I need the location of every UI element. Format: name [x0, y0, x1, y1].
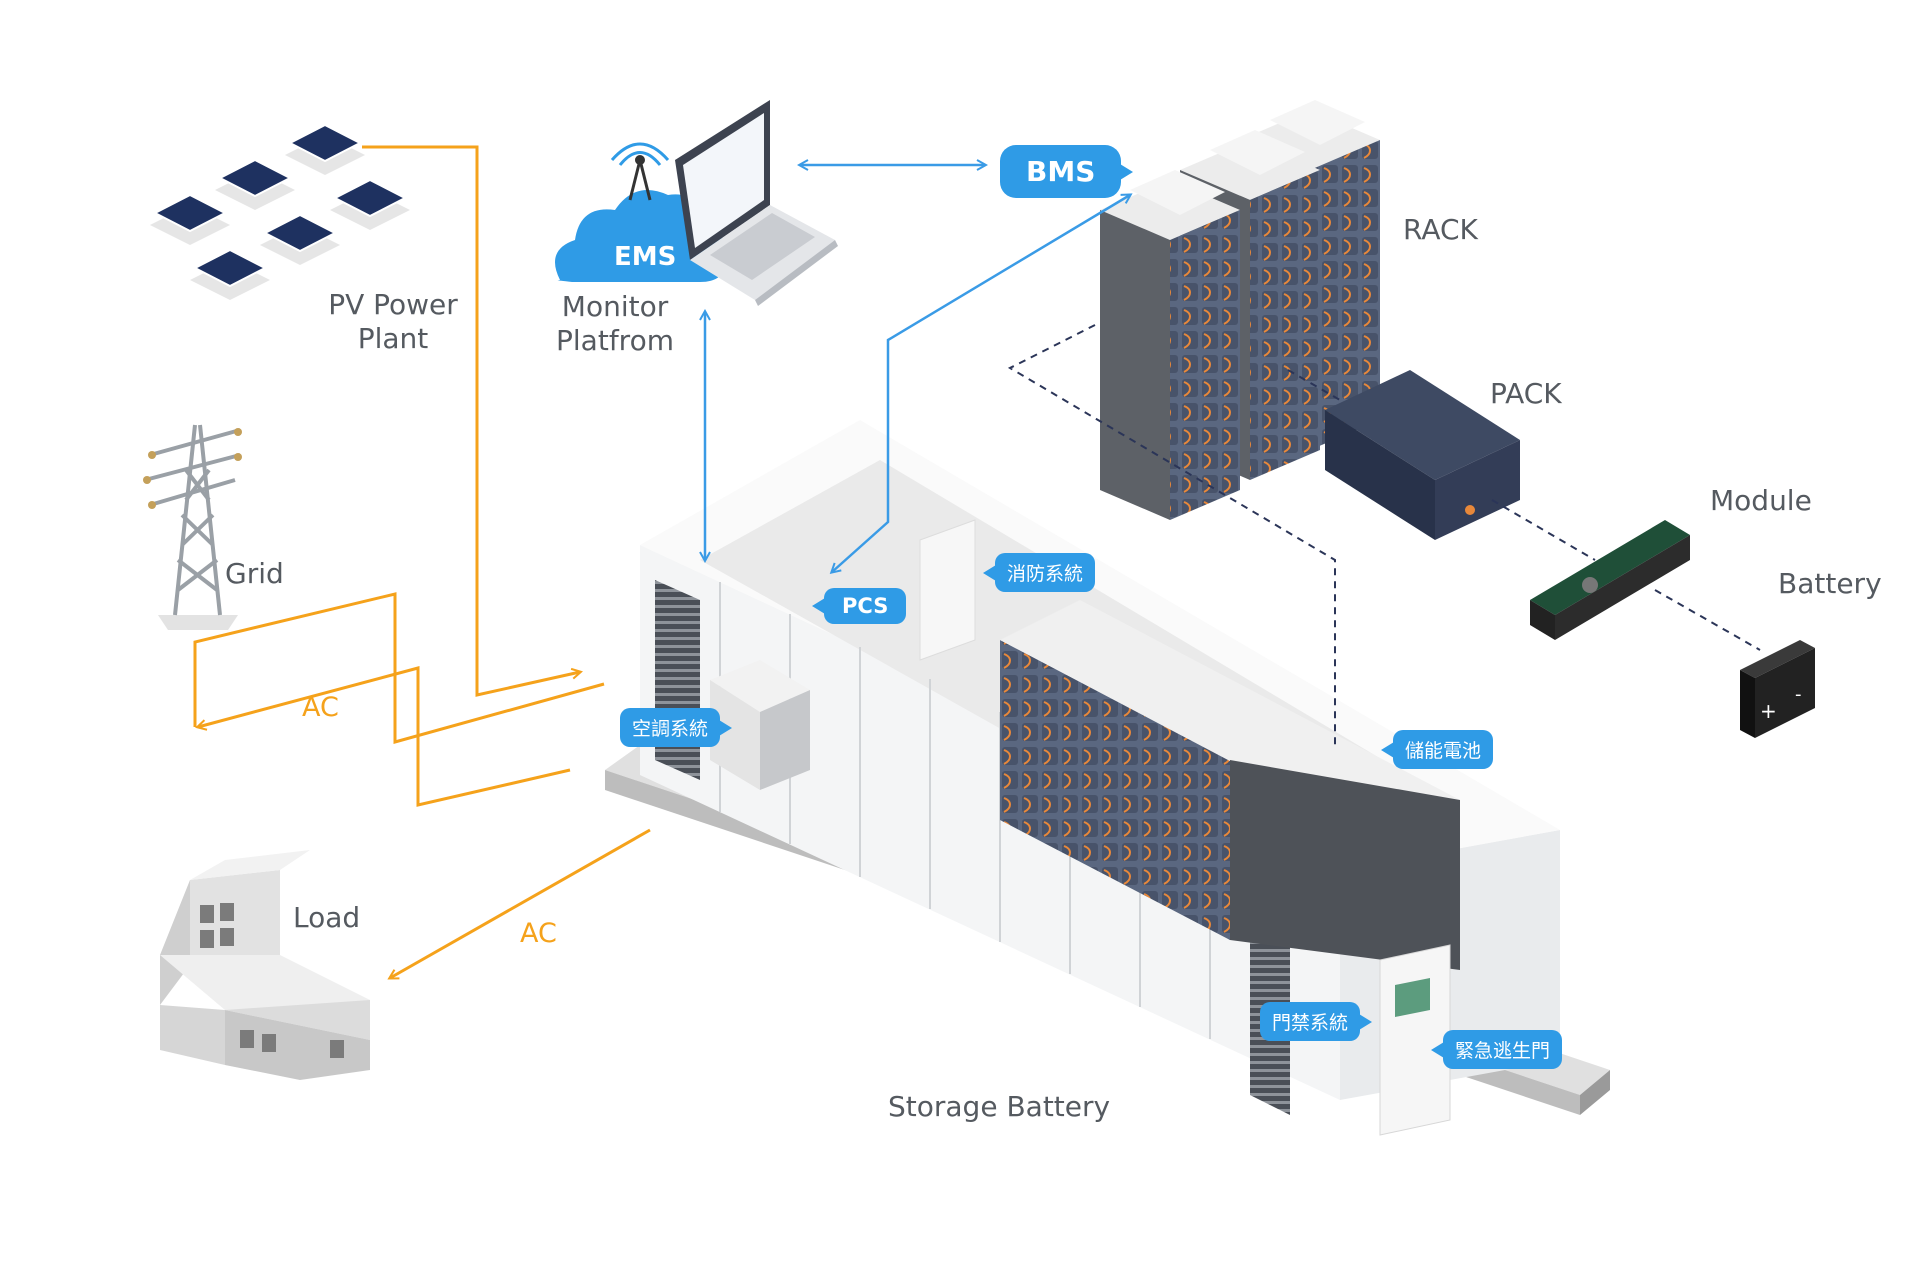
- rack-label: RACK: [1403, 213, 1478, 246]
- pv-plant-label: PV Power Plant: [328, 288, 458, 355]
- battery-cell-icon: + -: [1740, 640, 1815, 738]
- load-ac-line: [390, 828, 651, 978]
- pack-label: PACK: [1490, 377, 1562, 410]
- pv-power-plant-icon: [150, 123, 410, 300]
- fire-system-bubble: 消防系統: [982, 553, 1096, 592]
- svg-text:-: -: [1795, 684, 1802, 705]
- grid-ac-line-return: [198, 666, 571, 807]
- emergency-exit-bubble: 緊急逃生門: [1430, 1030, 1563, 1069]
- ac-power-lines: [193, 145, 651, 978]
- battery-storage-bubble: 儲能電池: [1380, 730, 1494, 769]
- ac-label-load: AC: [520, 918, 557, 949]
- data-lines: [705, 165, 1130, 572]
- load-building-icon: [160, 850, 370, 1080]
- grid-ac-line: [193, 592, 605, 744]
- bms-bubble: BMS: [1000, 145, 1134, 198]
- grid-tower-icon: [143, 424, 242, 630]
- hierarchy-dashes: [1007, 324, 1761, 745]
- storage-battery-label: Storage Battery: [888, 1090, 1111, 1123]
- module-label: Module: [1710, 484, 1812, 517]
- monitor-platform-label: Monitor Platfrom: [556, 290, 674, 357]
- hvac-system-bubble: 空調系統: [620, 708, 733, 747]
- laptop-icon: [675, 100, 838, 306]
- pcs-bubble: PCS: [811, 588, 907, 624]
- grid-label: Grid: [225, 557, 284, 590]
- battery-label: Battery: [1778, 567, 1882, 600]
- ac-label-grid: AC: [302, 692, 339, 723]
- module-icon: [1530, 520, 1690, 640]
- pack-icon: [1325, 370, 1520, 540]
- pv-ac-line: [362, 145, 580, 697]
- load-label: Load: [293, 901, 361, 934]
- rack-icon: [1100, 100, 1380, 520]
- access-control-bubble: 門禁系統: [1260, 1002, 1373, 1041]
- svg-text:+: +: [1760, 699, 1777, 723]
- bms-pcs-link: [832, 195, 1130, 572]
- ems-label: EMS: [614, 242, 677, 272]
